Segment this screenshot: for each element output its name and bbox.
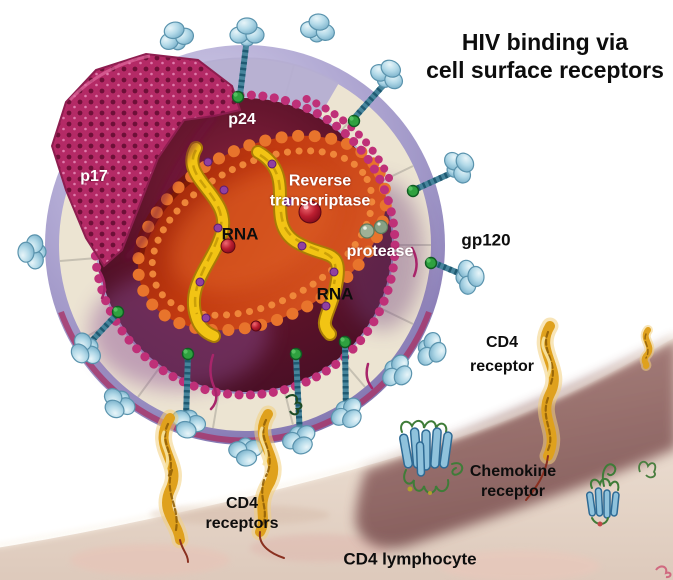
label-p17: p17 — [80, 168, 108, 186]
rna-bound-proteins — [195, 157, 339, 323]
membrane-green-squiggle — [638, 460, 657, 479]
p17-matrix-layer — [50, 52, 242, 268]
label-gp120: gp120 — [461, 230, 511, 250]
label-reverse-transcriptase: Reverse transcriptase — [269, 172, 371, 209]
label-cd4-receptor: CD4 receptor — [469, 334, 535, 375]
core-bead-row-inner — [148, 147, 376, 319]
hiv-virion — [16, 10, 487, 469]
label-rna-lower: RNA — [316, 284, 354, 304]
title-line-1: HIV binding via — [461, 29, 629, 55]
chemokine-receptor-main — [398, 420, 464, 495]
cd4-receptor-bound-2 — [251, 405, 285, 559]
cd4-receptor-free — [525, 317, 563, 501]
matrix-bead-ring-2 — [295, 92, 393, 182]
label-cd4-lymphocyte: CD4 lymphocyte — [343, 549, 477, 569]
reverse-transcriptase-molecule — [298, 200, 322, 224]
diagram-title: HIV binding via cell surface receptors — [426, 28, 664, 84]
label-protease: protease — [346, 243, 414, 261]
label-p24: p24 — [228, 111, 256, 129]
cd4-receptor-bound-1 — [155, 409, 189, 563]
label-chemokine-receptor: Chemokine receptor — [469, 463, 557, 500]
green-coil-on-spike — [285, 394, 303, 416]
core-bead-row-outer — [132, 129, 392, 337]
cd4-receptor-small — [639, 325, 655, 371]
membrane-pink-squiggle — [655, 565, 672, 579]
matrix-tails — [98, 246, 418, 411]
label-rna-upper: RNA — [221, 224, 259, 244]
protease-molecule — [359, 219, 389, 239]
chemokine-receptor-small — [585, 463, 620, 527]
label-cd4-receptors: CD4 receptors — [205, 495, 279, 532]
title-line-2: cell surface receptors — [426, 57, 664, 83]
membrane-dark-region — [355, 339, 673, 549]
